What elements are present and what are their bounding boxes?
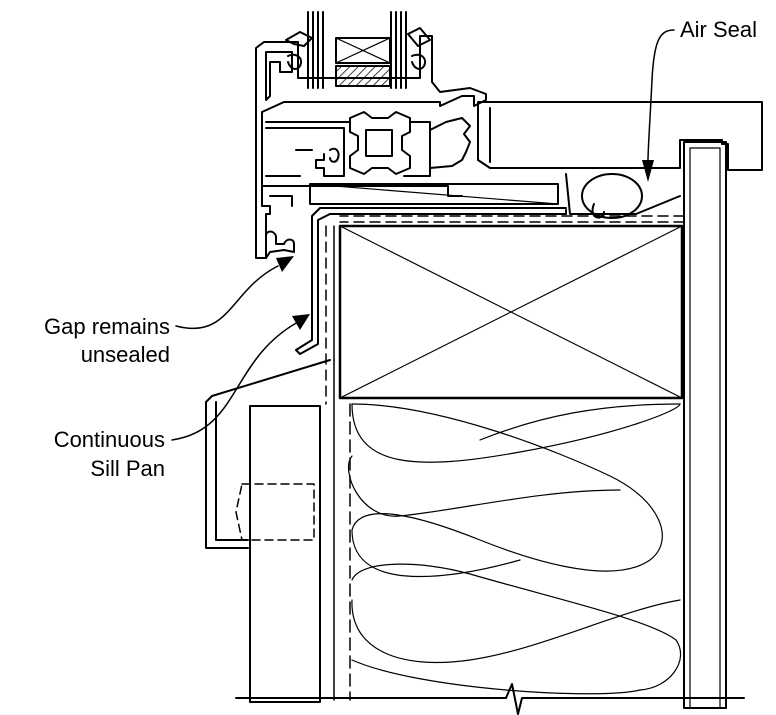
batt-insulation — [347, 403, 682, 695]
sill-blocking — [338, 224, 684, 400]
exterior-sill-flashing — [205, 359, 331, 549]
spacer-block — [335, 37, 391, 64]
leader-air-seal — [642, 29, 675, 182]
label-pan-line2: Sill Pan — [90, 456, 165, 481]
label-air-seal: Air Seal — [680, 17, 757, 42]
window-frame — [255, 27, 487, 259]
arrowhead-sill-pan — [292, 314, 310, 330]
arrowhead-air-seal — [642, 160, 654, 182]
continuous-sill-pan — [295, 207, 685, 701]
break-line — [235, 683, 745, 715]
leader-gap — [175, 256, 294, 329]
exterior-furring — [235, 405, 321, 703]
shim — [309, 183, 559, 205]
label-gap-line2: unsealed — [81, 342, 170, 367]
leader-sill-pan — [171, 314, 310, 441]
setting-block — [335, 65, 391, 87]
wall-post — [683, 141, 727, 709]
label-gap-line1: Gap remains — [44, 314, 170, 339]
label-pan-line1: Continuous — [54, 427, 165, 452]
arrowhead-gap — [276, 256, 294, 272]
glazing-unit — [307, 11, 407, 89]
backer-rod-air-seal — [565, 173, 681, 219]
